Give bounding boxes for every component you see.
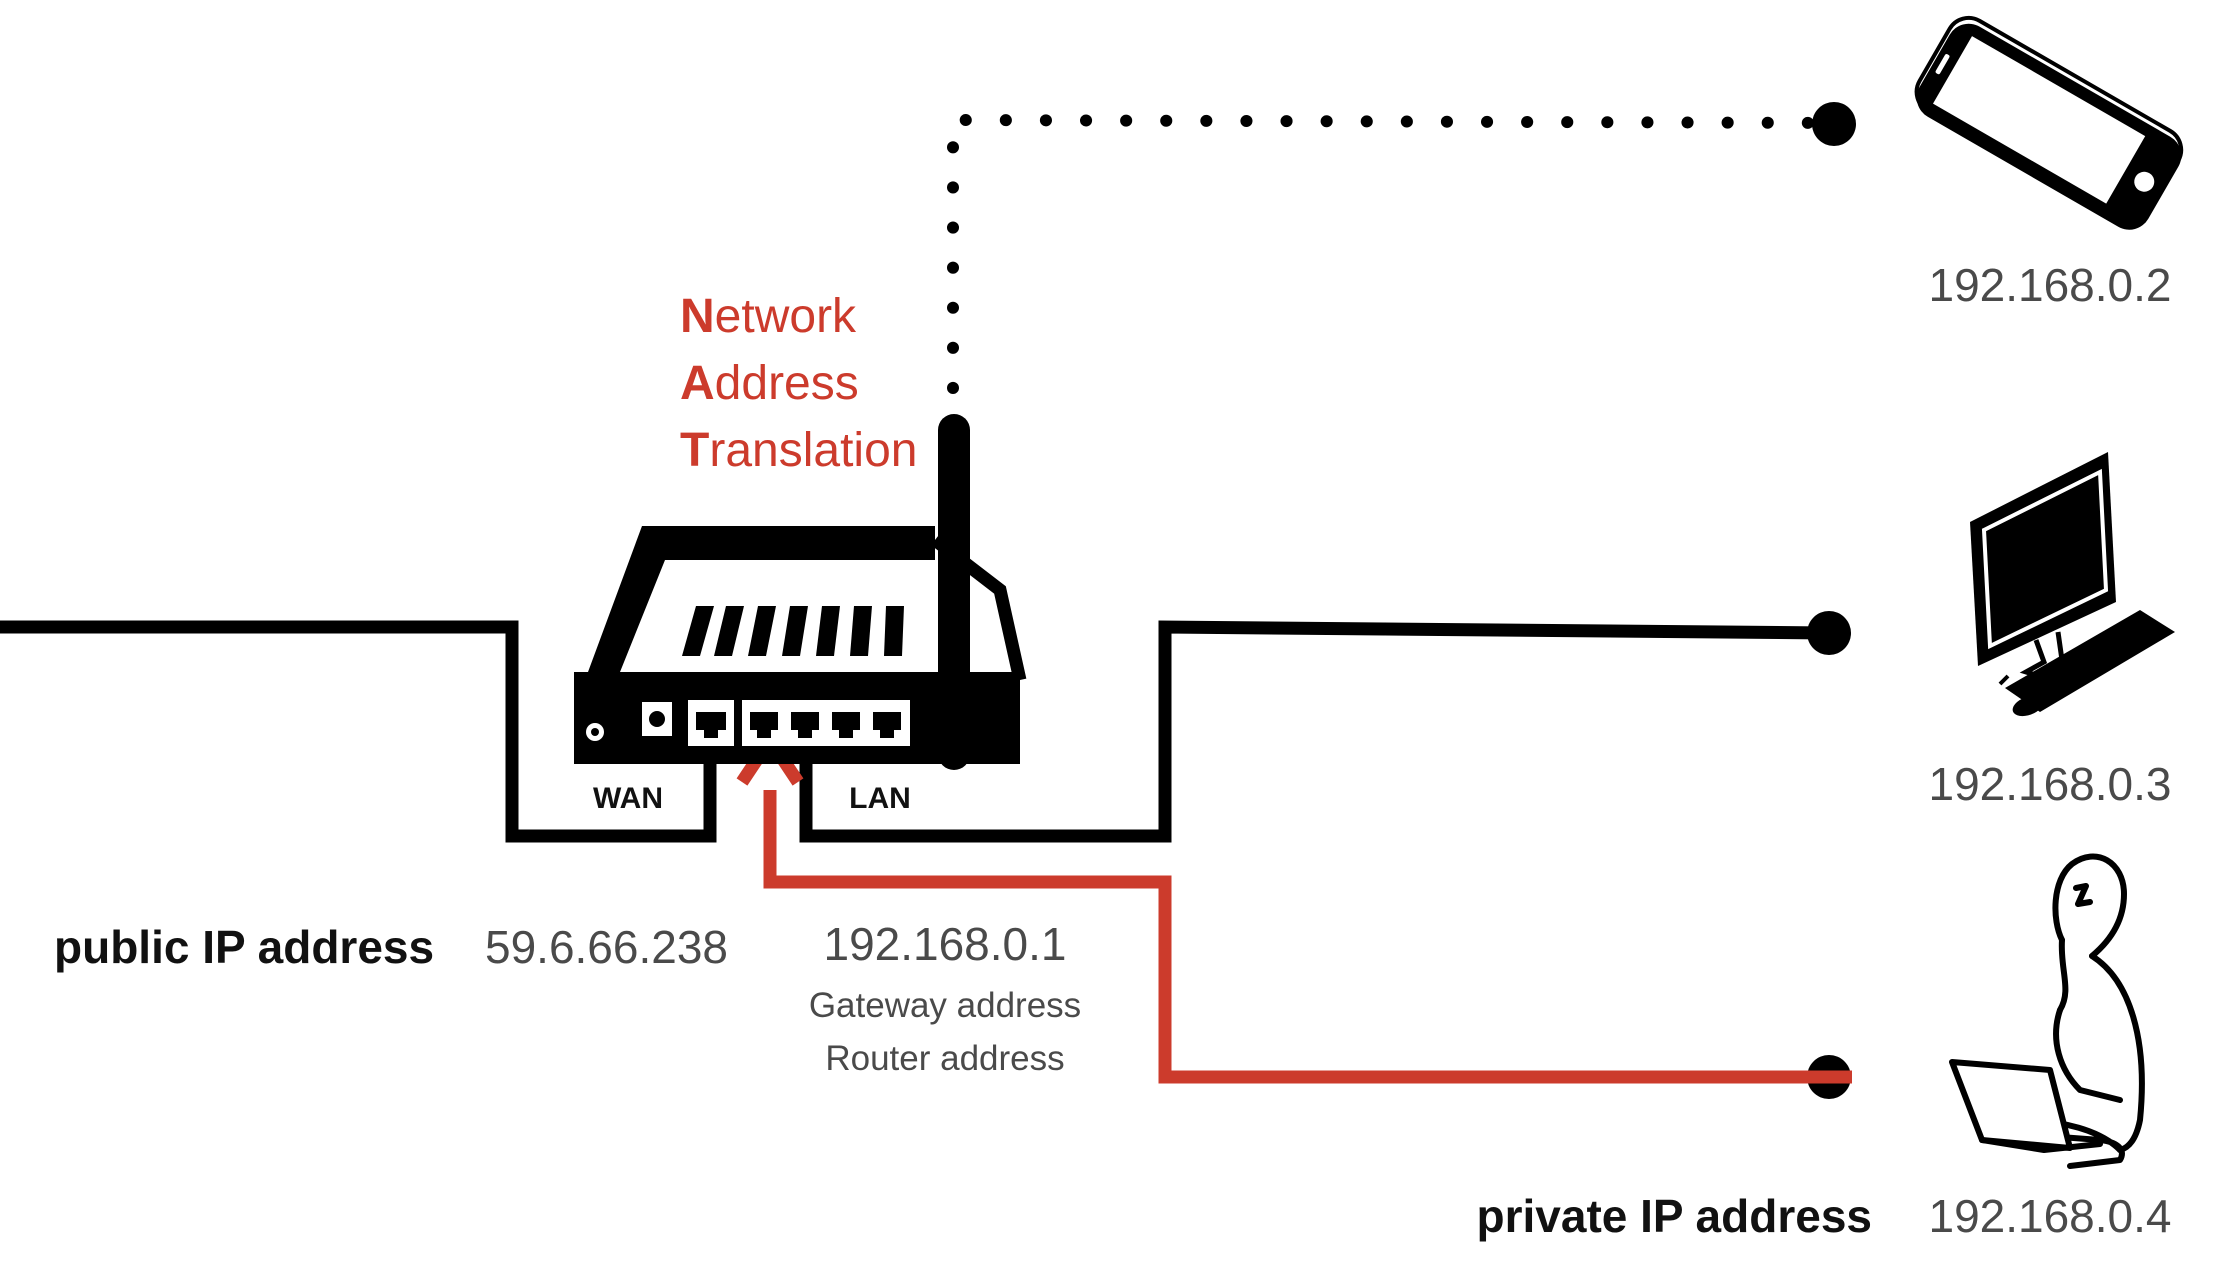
lan-cable-laptop-highlight bbox=[763, 790, 1829, 1084]
router-vents bbox=[682, 606, 904, 656]
nat-rest-network: etwork bbox=[715, 290, 857, 343]
wan-cable bbox=[0, 620, 717, 843]
smartphone-icon bbox=[1914, 15, 2184, 230]
phone-connection-node bbox=[1812, 102, 1856, 146]
private-ip-label: private IP address bbox=[1477, 1190, 1872, 1242]
antenna-icon bbox=[938, 414, 970, 770]
laptop-user-ip: 192.168.0.4 bbox=[1928, 1190, 2171, 1242]
public-ip-label: public IP address bbox=[54, 921, 434, 973]
nat-rest-address: ddress bbox=[715, 357, 859, 410]
nat-line-network: Network bbox=[680, 290, 857, 343]
nat-initial-t: T bbox=[680, 424, 709, 477]
nat-line-address: Address bbox=[680, 357, 859, 410]
desktop-ip: 192.168.0.3 bbox=[1928, 758, 2171, 810]
wireless-link-phone bbox=[947, 113, 1835, 394]
public-ip-value: 59.6.66.238 bbox=[485, 921, 728, 973]
wan-label: WAN bbox=[593, 782, 663, 815]
desktop-connection-node bbox=[1807, 611, 1851, 655]
desktop-computer-icon bbox=[1970, 452, 2175, 717]
router-icon bbox=[574, 414, 1027, 770]
phone-ip: 192.168.0.2 bbox=[1928, 259, 2171, 311]
lan-cable-desktop bbox=[799, 620, 1830, 843]
nat-line-translation: Translation bbox=[680, 424, 917, 477]
nat-initial-a: A bbox=[680, 357, 715, 410]
lan-label: LAN bbox=[849, 782, 911, 815]
router-caption: Router address bbox=[825, 1039, 1064, 1078]
nat-rest-translation: ranslation bbox=[709, 424, 917, 477]
person-laptop-icon bbox=[1949, 853, 2145, 1169]
nat-initial-n: N bbox=[680, 290, 715, 343]
gateway-caption: Gateway address bbox=[809, 986, 1081, 1025]
gateway-ip-value: 192.168.0.1 bbox=[823, 918, 1066, 970]
